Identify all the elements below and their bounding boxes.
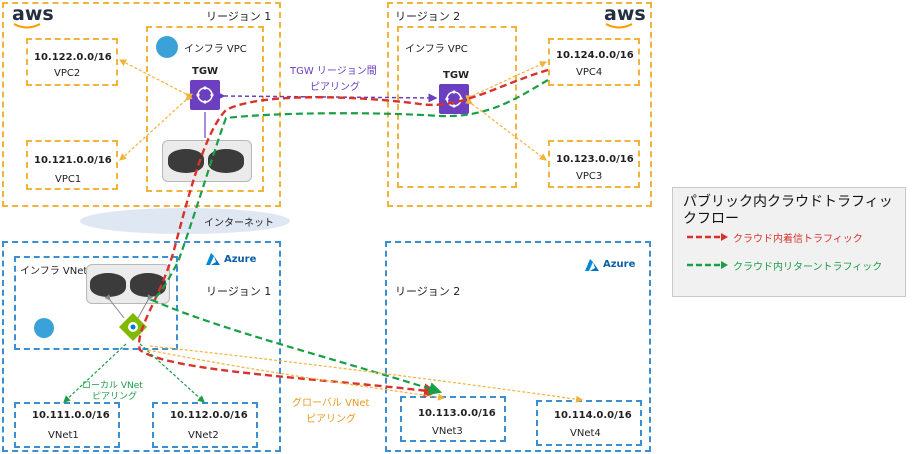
global-peering-label: グローバル VNet: [292, 398, 370, 409]
vnet3-name: VNet3: [432, 426, 463, 437]
tgw-2-label: TGW: [443, 70, 470, 81]
vpc4-cidr: 10.124.0.0/16: [556, 50, 634, 61]
inbound-arrow-icon: [687, 233, 728, 241]
vpc4-box: [548, 38, 640, 86]
aws-logo: aws: [604, 3, 646, 25]
vpc3-box: [548, 140, 640, 188]
azure-logo-icon: [206, 253, 220, 265]
vnet2-box: [152, 402, 258, 448]
vpc1-box: [26, 140, 118, 190]
tgw-hub-icon: [445, 90, 463, 108]
vpc3-cidr: 10.123.0.0/16: [556, 154, 634, 165]
router-icon: [168, 149, 204, 173]
azure-region-1-label: リージョン 1: [206, 285, 272, 298]
azure-logo-text: Azure: [224, 254, 257, 265]
vnet1-name: VNet1: [48, 430, 79, 441]
vpc2-name: VPC2: [54, 68, 81, 79]
vnet2-name: VNet2: [188, 430, 219, 441]
vnet4-name: VNet4: [570, 428, 601, 439]
local-peering-label-2: ピアリング: [92, 392, 138, 402]
router-icon: [208, 149, 244, 173]
azure-logo-icon: [585, 259, 599, 271]
tgw-peering-label-2: ピアリング: [310, 82, 360, 93]
global-peering-label-2: ピアリング: [306, 414, 356, 425]
tgw-hub-icon: [196, 86, 214, 104]
aws-infra-vpc-2-label: インフラ VPC: [405, 44, 468, 55]
router-icon: [130, 273, 166, 297]
tgw-peering-label: TGW リージョン間: [290, 66, 377, 77]
vpc2-cidr: 10.122.0.0/16: [34, 52, 112, 63]
azure-logo-text: Azure: [603, 259, 636, 270]
vpc-cloud-icon: [156, 36, 178, 58]
aws-infra-vpc-1-label: インフラ VPC: [184, 44, 247, 55]
legend-inbound-label: クラウド内着信トラフィック: [733, 234, 863, 245]
aws-region-2-label: リージョン 2: [395, 10, 461, 23]
vpc4-name: VPC4: [576, 67, 603, 78]
legend-title: パブリック内クラウドトラフィックフロー: [683, 194, 893, 227]
azure-region-2-label: リージョン 2: [395, 285, 461, 298]
return-arrow-icon: [687, 261, 728, 269]
vpc1-name: VPC1: [55, 174, 82, 185]
aws-region-1-label: リージョン 1: [206, 10, 272, 23]
vnet1-cidr: 10.111.0.0/16: [32, 410, 110, 421]
vnet3-cidr: 10.113.0.0/16: [418, 408, 496, 419]
legend-panel: パブリック内クラウドトラフィックフロー クラウド内着信トラフィック クラウド内リ…: [672, 187, 906, 297]
vnet4-box: [536, 400, 642, 446]
vpc2-box: [26, 38, 118, 86]
aws-logo: aws: [12, 3, 54, 25]
vnet4-cidr: 10.114.0.0/16: [554, 410, 632, 421]
tgw-1-label: TGW: [192, 66, 219, 77]
internet-label: インターネット: [204, 218, 274, 229]
load-balancer-icon: [119, 313, 147, 341]
azure-infra-vnet-label: インフラ VNet: [20, 266, 88, 277]
vpc3-name: VPC3: [576, 171, 603, 182]
vnet2-cidr: 10.112.0.0/16: [170, 410, 248, 421]
vnet1-box: [14, 402, 120, 448]
router-icon: [90, 273, 126, 297]
aws-smile-icon: [13, 23, 41, 29]
vpc1-cidr: 10.121.0.0/16: [34, 155, 112, 166]
aws-smile-icon: [605, 23, 633, 29]
legend-return-label: クラウド内リターントラフィック: [733, 262, 883, 273]
vnet-cloud-icon: [34, 318, 54, 338]
